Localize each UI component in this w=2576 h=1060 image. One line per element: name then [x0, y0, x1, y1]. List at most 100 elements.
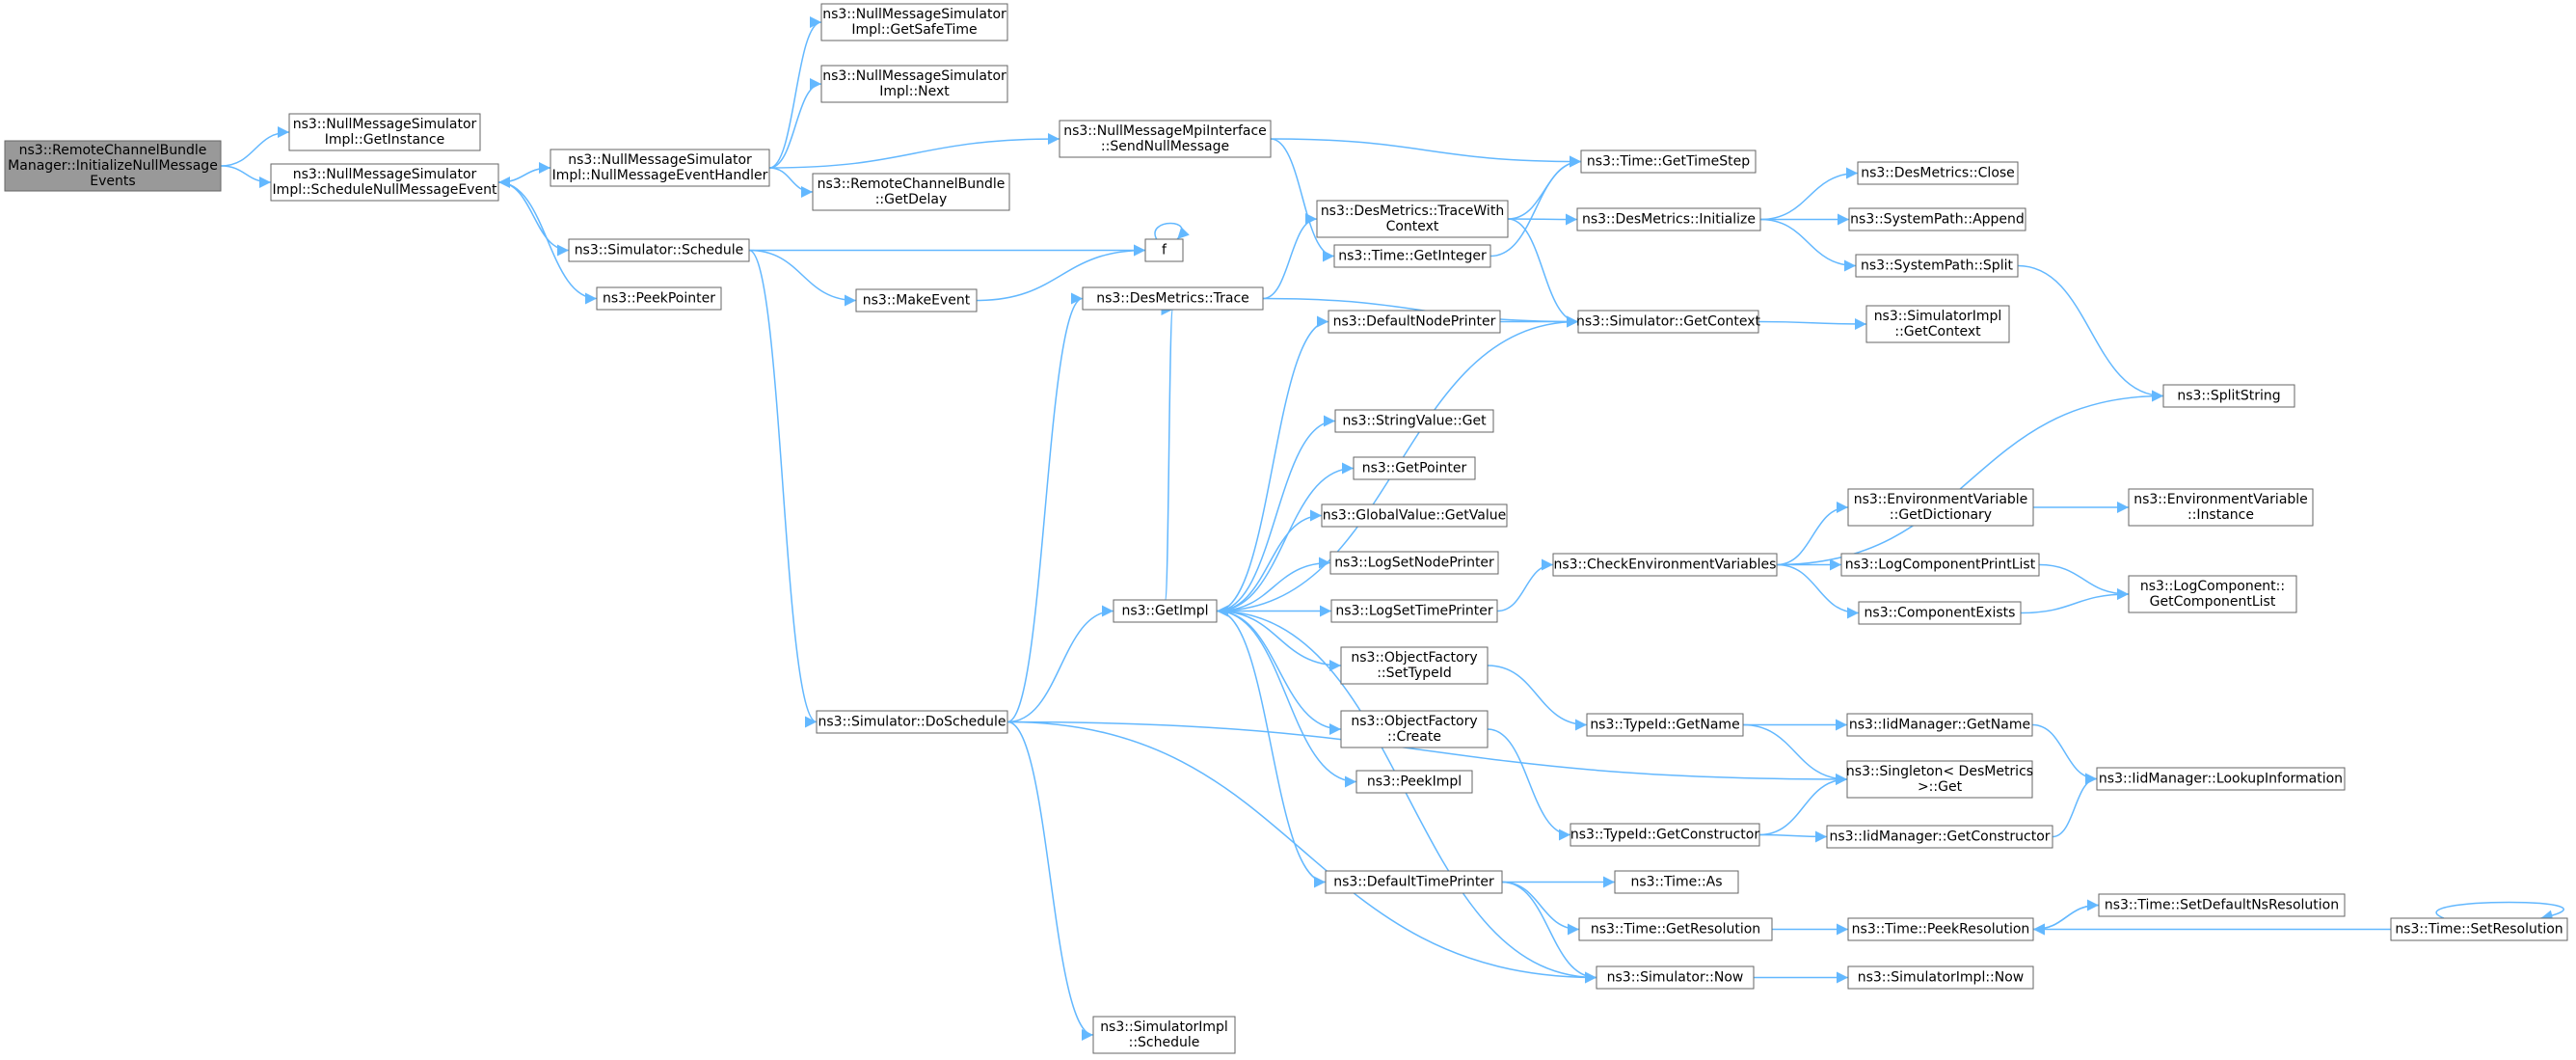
node-label: ns3::SystemPath::Append	[1850, 212, 2025, 228]
edge-getimpl-to-defnodeprinter	[1216, 315, 1329, 612]
node-ns3-simulator-schedule[interactable]: ns3::Simulator::Schedule	[568, 238, 750, 262]
node-f[interactable]: f	[1144, 238, 1184, 262]
node-ns3-environmentvariable-getdictionary[interactable]: ns3::EnvironmentVariable::GetDictionary	[1847, 488, 2034, 527]
node-ns3-getpointer[interactable]: ns3::GetPointer	[1353, 456, 1476, 480]
node-label: ns3::LogSetNodePrinter	[1334, 556, 1494, 571]
edge-getimpl-to-deftimeprinter	[1216, 610, 1327, 888]
node-box	[2162, 384, 2295, 408]
node-ns3-iidmanager-lookupinformation[interactable]: ns3::IidManager::LookupInformation	[2096, 767, 2346, 791]
node-ns3-simulator-getcontext[interactable]: ns3::Simulator::GetContext	[1576, 310, 1761, 334]
node-ns3-simulatorimpl-now[interactable]: ns3::SimulatorImpl::Now	[1847, 965, 2034, 990]
node-ns3-time-peekresolution[interactable]: ns3::Time::PeekResolution	[1847, 917, 2034, 941]
node-ns3-logcomponentprintlist[interactable]: ns3::LogComponentPrintList	[1840, 553, 2040, 577]
edge-getimpl-to-ofcreate	[1216, 610, 1342, 735]
node-ns3-splitstring[interactable]: ns3::SplitString	[2162, 384, 2295, 408]
edge-nmehandler-to-getdelay	[768, 167, 814, 198]
node-ns3-systempath-append[interactable]: ns3::SystemPath::Append	[1848, 207, 2026, 231]
edge-dmtracewith-to-simgetcontext	[1507, 218, 1579, 328]
node-box	[2128, 575, 2297, 613]
node-box	[1570, 823, 1760, 847]
node-ns3-time-setresolution[interactable]: ns3::Time::SetResolution	[2390, 917, 2568, 941]
node-ns3-desmetrics-trace[interactable]: ns3::DesMetrics::Trace	[1082, 286, 1264, 311]
node-label: ns3::Simulator::DoSchedule	[818, 715, 1006, 730]
edge-schednull-to-simschedule	[497, 181, 570, 257]
node-ns3-simulator-now[interactable]: ns3::Simulator::Now	[1596, 965, 1755, 990]
edge-dmtrace-to-dmtracewith	[1262, 213, 1318, 300]
node-ns3-nullmessagesimulator-impl-getsafetime[interactable]: ns3::NullMessageSimulatorImpl::GetSafeTi…	[820, 3, 1008, 41]
node-ns3-nullmessagempiinterface-sendnullmessage[interactable]: ns3::NullMessageMpiInterface::SendNullMe…	[1059, 120, 1272, 158]
node-ns3-logsettimeprinter[interactable]: ns3::LogSetTimePrinter	[1330, 599, 1498, 623]
node-box	[855, 288, 978, 313]
node-ns3-logcomponent-getcomponentlist[interactable]: ns3::LogComponent::GetComponentList	[2128, 575, 2297, 613]
edge-deftimeprinter-to-timegetres	[1501, 881, 1580, 936]
node-box	[1334, 409, 1494, 433]
node-box	[1082, 286, 1264, 311]
node-ns3-simulatorimpl-schedule[interactable]: ns3::SimulatorImpl::Schedule	[1092, 1016, 1236, 1054]
node-ns3-iidmanager-getconstructor[interactable]: ns3::IidManager::GetConstructor	[1826, 825, 2053, 849]
edge-checkenv-to-splitstring	[1776, 390, 2164, 566]
node-label: ns3::ComponentExists	[1865, 606, 2016, 621]
node-ns3-stringvalue-get[interactable]: ns3::StringValue::Get	[1334, 409, 1494, 433]
node-ns3-componentexists[interactable]: ns3::ComponentExists	[1858, 601, 2022, 625]
node-ns3-remotechannelbundle-getdelay[interactable]: ns3::RemoteChannelBundle::GetDelay	[812, 173, 1010, 211]
node-ns3-systempath-split[interactable]: ns3::SystemPath::Split	[1855, 254, 2019, 278]
node-box	[1316, 200, 1509, 238]
node-label: ns3::DesMetrics::Trace	[1096, 291, 1249, 307]
node-box	[1340, 710, 1489, 748]
node-box	[816, 710, 1008, 734]
node-label: ns3::SystemPath::Split	[1861, 258, 2013, 274]
node-box	[1340, 646, 1489, 685]
node-ns3-getimpl[interactable]: ns3::GetImpl	[1113, 599, 1218, 623]
node-ns3-environmentvariable-instance[interactable]: ns3::EnvironmentVariable::Instance	[2128, 488, 2314, 527]
node-ns3-iidmanager-getname[interactable]: ns3::IidManager::GetName	[1846, 713, 2033, 737]
node-ns3-time-getresolution[interactable]: ns3::Time::GetResolution	[1578, 917, 1773, 941]
node-box	[1059, 120, 1272, 158]
node-box	[1092, 1016, 1236, 1054]
edge-simdoschedule-to-simnow	[1006, 720, 1597, 984]
node-ns3-makeevent[interactable]: ns3::MakeEvent	[855, 288, 978, 313]
node-ns3-nullmessagesimulator-impl-nullmessageeventhandler[interactable]: ns3::NullMessageSimulatorImpl::NullMessa…	[550, 149, 770, 187]
edge-nmehandler-to-sendnull	[768, 133, 1060, 169]
edge-sendnull-to-timegetinteger	[1270, 138, 1335, 262]
node-ns3-nullmessagesimulator-impl-schedulenullmessageevent[interactable]: ns3::NullMessageSimulatorImpl::ScheduleN…	[270, 163, 499, 202]
node-ns3-defaultnodeprinter[interactable]: ns3::DefaultNodePrinter	[1328, 310, 1501, 334]
node-ns3-time-as[interactable]: ns3::Time::As	[1614, 870, 1739, 894]
node-ns3-singleton-desmetrics-get[interactable]: ns3::Singleton< DesMetrics >::Get	[1846, 760, 2033, 799]
edge-dmtracewith-to-dminit	[1507, 213, 1578, 226]
node-ns3-peekpointer[interactable]: ns3::PeekPointer	[596, 286, 722, 311]
node-ns3-defaulttimeprinter[interactable]: ns3::DefaultTimePrinter	[1325, 870, 1503, 894]
node-ns3-typeid-getname[interactable]: ns3::TypeId::GetName	[1586, 713, 1744, 737]
node-ns3-objectfactory-create[interactable]: ns3::ObjectFactory::Create	[1340, 710, 1489, 748]
node-ns3-desmetrics-close[interactable]: ns3::DesMetrics::Close	[1857, 161, 2019, 185]
node-box	[1826, 825, 2053, 849]
node-ns3-time-setdefaultnsresolution[interactable]: ns3::Time::SetDefaultNsResolution	[2098, 893, 2346, 917]
edge-schednull-to-peekpointer	[497, 181, 598, 305]
edge-simdoschedule-to-getimpl	[1006, 605, 1114, 723]
node-ns3-peekimpl[interactable]: ns3::PeekImpl	[1355, 770, 1473, 794]
node-ns3-checkenvironmentvariables[interactable]: ns3::CheckEnvironmentVariables	[1552, 553, 1778, 577]
edge-f-to-f	[1154, 222, 1190, 240]
node-ns3-remotechannelbundle-manager-initializenullmessage-events[interactable]: ns3::RemoteChannelBundleManager::Initial…	[4, 140, 222, 192]
node-label: ns3::Time::SetDefaultNsResolution	[2105, 898, 2339, 913]
node-ns3-globalvalue-getvalue[interactable]: ns3::GlobalValue::GetValue	[1321, 503, 1508, 528]
node-ns3-objectfactory-settypeid[interactable]: ns3::ObjectFactory::SetTypeId	[1340, 646, 1489, 685]
node-label: ns3::LogComponent::	[2140, 579, 2285, 594]
node-label: ns3::GetPointer	[1362, 461, 1467, 476]
node-label: ns3::IidManager::GetConstructor	[1829, 829, 2050, 845]
node-ns3-time-gettimestep[interactable]: ns3::Time::GetTimeStep	[1580, 149, 1757, 174]
node-ns3-time-getinteger[interactable]: ns3::Time::GetInteger	[1333, 244, 1491, 268]
node-ns3-typeid-getconstructor[interactable]: ns3::TypeId::GetConstructor	[1570, 823, 1760, 847]
node-ns3-simulator-doschedule[interactable]: ns3::Simulator::DoSchedule	[816, 710, 1008, 734]
node-label: ns3::TypeId::GetName	[1590, 718, 1739, 733]
node-ns3-desmetrics-initialize[interactable]: ns3::DesMetrics::Initialize	[1576, 207, 1761, 231]
node-box	[1596, 965, 1755, 990]
node-box	[1328, 310, 1501, 334]
node-ns3-simulatorimpl-getcontext[interactable]: ns3::SimulatorImpl::GetContext	[1865, 305, 2010, 343]
node-label: ns3::Time::SetResolution	[2395, 922, 2563, 938]
node-ns3-nullmessagesimulator-impl-getinstance[interactable]: ns3::NullMessageSimulatorImpl::GetInstan…	[288, 113, 481, 151]
node-ns3-logsetnodeprinter[interactable]: ns3::LogSetNodePrinter	[1329, 551, 1499, 575]
edges-layer	[220, 16, 2564, 1041]
nodes-layer: ns3::RemoteChannelBundleManager::Initial…	[4, 3, 2568, 1054]
